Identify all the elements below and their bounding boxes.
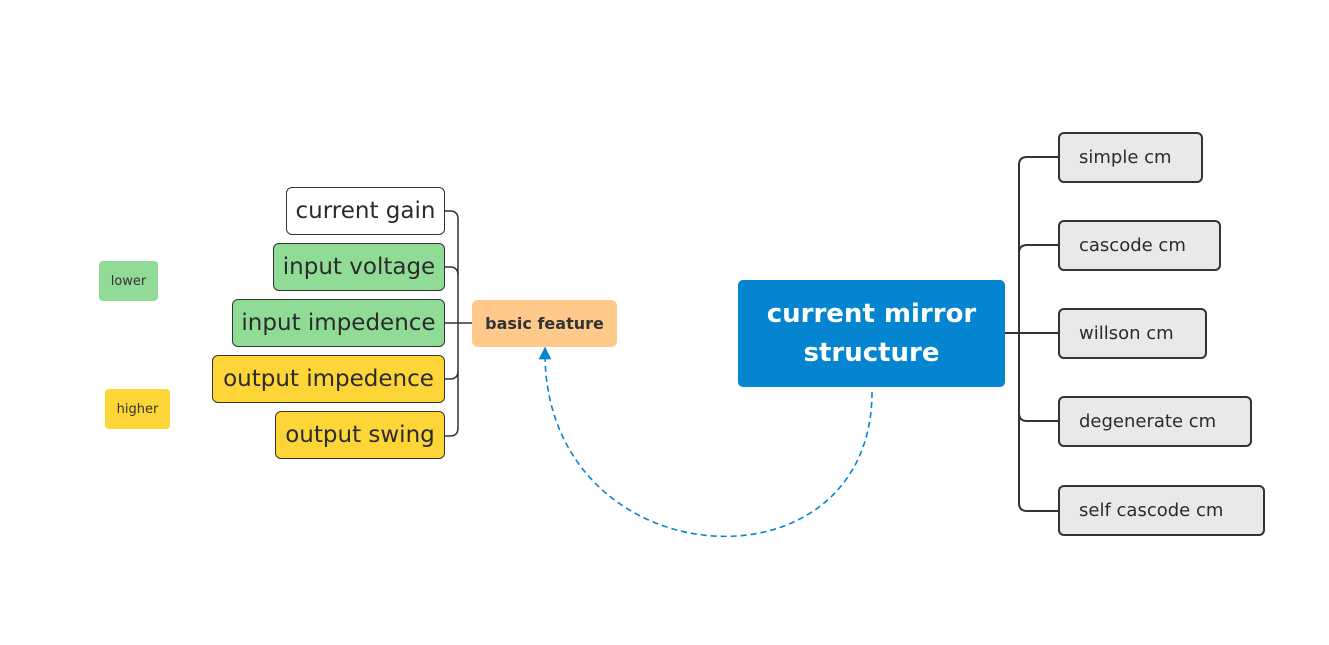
cm-type-node-cascode[interactable]: cascode cm (1058, 220, 1221, 271)
cm-type-node-willson[interactable]: willson cm (1058, 308, 1207, 359)
legend-higher-badge: higher (105, 389, 170, 429)
feature-node-input-voltage[interactable]: input voltage (273, 243, 445, 291)
basic-feature-node[interactable]: basic feature (472, 300, 617, 347)
feature-node-current-gain[interactable]: current gain (286, 187, 445, 235)
branch-connector-degenerate (1018, 412, 1058, 422)
cm-type-node-self-cascode[interactable]: self cascode cm (1058, 485, 1265, 536)
cm-type-node-simple[interactable]: simple cm (1058, 132, 1203, 183)
feature-node-input-impedence[interactable]: input impedence (232, 299, 445, 347)
central-topic-line-1: current mirror (766, 298, 977, 329)
feature-connector-input-voltage (445, 266, 459, 276)
legend-lower-badge: lower (99, 261, 158, 301)
relationship-arrow (538, 346, 873, 538)
feature-connector-output-impedence (445, 370, 459, 380)
central-topic-line-2: structure (803, 337, 940, 368)
feature-node-output-impedence[interactable]: output impedence (212, 355, 445, 403)
feature-node-output-swing[interactable]: output swing (275, 411, 445, 459)
cm-type-node-degenerate[interactable]: degenerate cm (1058, 396, 1252, 447)
central-topic-node[interactable]: current mirror structure (738, 280, 1005, 387)
branch-connector-cascode (1018, 244, 1058, 254)
